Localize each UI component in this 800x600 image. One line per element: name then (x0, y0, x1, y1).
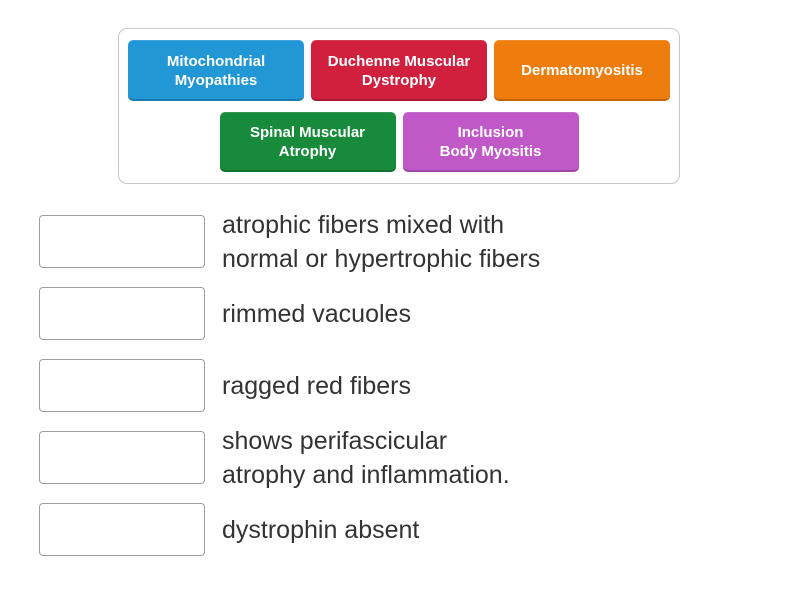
clue-text-4: shows perifascicular atrophy and inflamm… (222, 426, 510, 489)
tile-row-2: Spinal Muscular Atrophy Inclusion Body M… (219, 112, 579, 172)
tile-dermatomyositis[interactable]: Dermatomyositis (494, 40, 670, 101)
clue-text-3: ragged red fibers (222, 371, 412, 400)
tile-mitochondrial-myopathies[interactable]: Mitochondrial Myopathies (128, 40, 304, 101)
match-row-2: rimmed vacuoles (39, 287, 540, 340)
drop-zone-1[interactable] (39, 215, 205, 268)
tile-inclusion-body-myositis[interactable]: Inclusion Body Myositis (402, 112, 579, 172)
match-row-4: shows perifascicular atrophy and inflamm… (39, 427, 540, 489)
answer-word-bank: Mitochondrial Myopathies Duchenne Muscul… (118, 28, 680, 184)
clue-text-5: dystrophin absent (222, 515, 420, 544)
match-row-3: ragged red fibers (39, 359, 540, 412)
match-list: atrophic fibers mixed with normal or hyp… (39, 211, 540, 556)
drop-zone-4[interactable] (39, 431, 205, 484)
match-row-5: dystrophin absent (39, 503, 540, 556)
tile-row-1: Mitochondrial Myopathies Duchenne Muscul… (128, 40, 670, 101)
match-row-1: atrophic fibers mixed with normal or hyp… (39, 211, 540, 273)
tile-duchenne-muscular-dystrophy[interactable]: Duchenne Muscular Dystrophy (311, 40, 487, 101)
clue-text-1: atrophic fibers mixed with normal or hyp… (222, 210, 541, 273)
drop-zone-3[interactable] (39, 359, 205, 412)
drop-zone-2[interactable] (39, 287, 205, 340)
clue-text-2: rimmed vacuoles (222, 299, 411, 328)
tile-spinal-muscular-atrophy[interactable]: Spinal Muscular Atrophy (219, 112, 396, 172)
drop-zone-5[interactable] (39, 503, 205, 556)
